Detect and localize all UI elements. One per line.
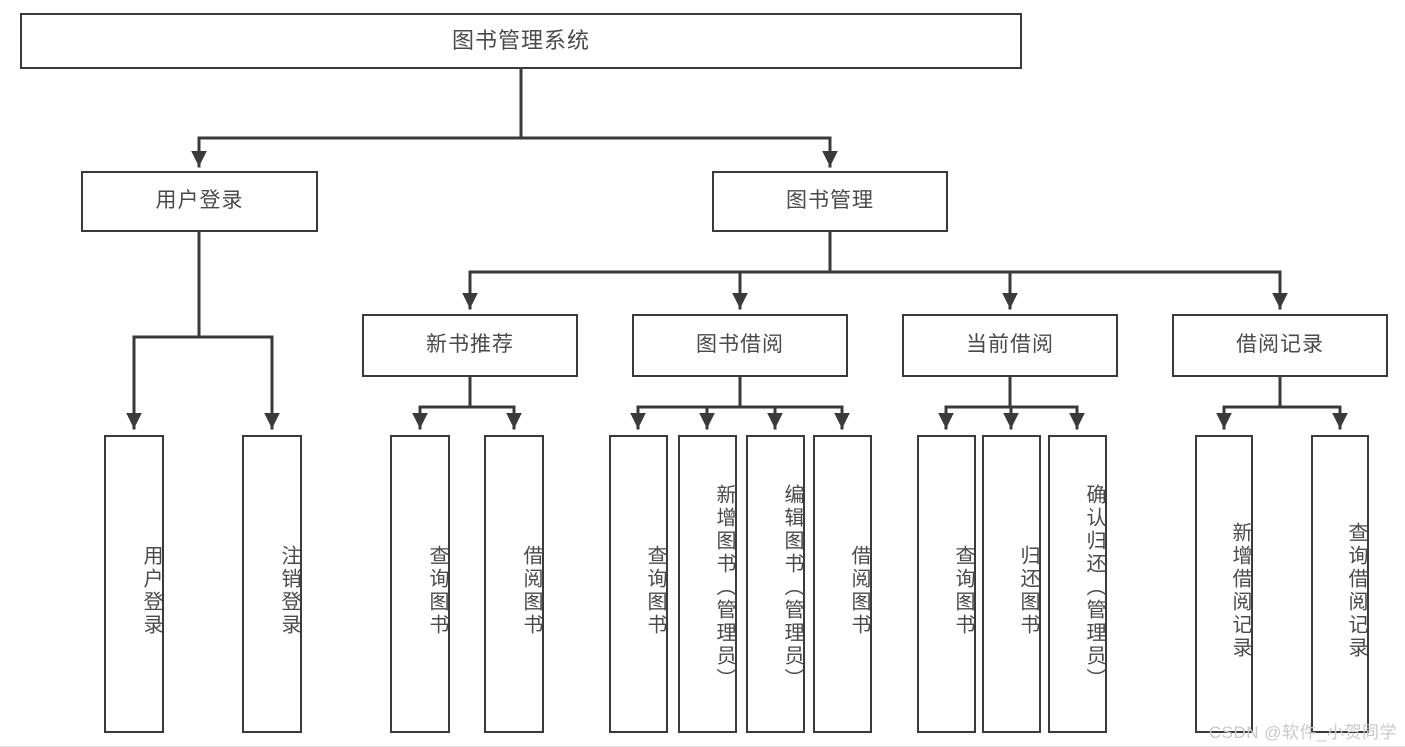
node-leaf-query-record[interactable]: 查询借阅记录 bbox=[1311, 435, 1369, 733]
node-label: 编辑图书（管理员） bbox=[781, 483, 803, 691]
node-leaf-borrow-book-1[interactable]: 借阅图书 bbox=[484, 435, 544, 733]
node-leaf-logout[interactable]: 注销登录 bbox=[242, 435, 302, 733]
node-label: 归还图书 bbox=[1017, 545, 1039, 637]
node-new-book-rec[interactable]: 新书推荐 bbox=[362, 314, 578, 377]
node-root-system[interactable]: 图书管理系统 bbox=[20, 13, 1022, 69]
node-leaf-query-book-3[interactable]: 查询图书 bbox=[917, 435, 976, 733]
node-book-borrow[interactable]: 图书借阅 bbox=[632, 314, 848, 377]
node-label: 新增借阅记录 bbox=[1229, 522, 1251, 660]
node-current-borrow[interactable]: 当前借阅 bbox=[902, 314, 1118, 377]
node-label: 图书管理 bbox=[786, 189, 874, 213]
node-leaf-query-book-1[interactable]: 查询图书 bbox=[390, 435, 450, 733]
node-leaf-user-login[interactable]: 用户登录 bbox=[104, 435, 164, 733]
node-book-manage[interactable]: 图书管理 bbox=[712, 171, 948, 232]
node-leaf-add-record[interactable]: 新增借阅记录 bbox=[1195, 435, 1253, 733]
node-borrow-record[interactable]: 借阅记录 bbox=[1172, 314, 1388, 377]
node-leaf-query-book-2[interactable]: 查询图书 bbox=[609, 435, 668, 733]
node-label: 用户登录 bbox=[155, 189, 244, 213]
node-leaf-confirm-return[interactable]: 确认归还（管理员） bbox=[1048, 435, 1107, 733]
node-leaf-borrow-book-2[interactable]: 借阅图书 bbox=[813, 435, 872, 733]
node-label: 当前借阅 bbox=[966, 333, 1054, 357]
watermark-text: CSDN @软件_小贺同学 bbox=[1208, 723, 1397, 742]
node-label: 查询借阅记录 bbox=[1345, 522, 1367, 660]
node-leaf-return-book[interactable]: 归还图书 bbox=[982, 435, 1041, 733]
node-label: 注销登录 bbox=[278, 545, 300, 637]
node-label: 查询图书 bbox=[426, 545, 448, 637]
node-label: 确认归还（管理员） bbox=[1083, 483, 1105, 691]
node-label: 用户登录 bbox=[140, 545, 162, 637]
node-user-login[interactable]: 用户登录 bbox=[81, 171, 318, 232]
node-label: 新书推荐 bbox=[426, 333, 514, 357]
node-label: 借阅图书 bbox=[520, 545, 542, 637]
node-label: 查询图书 bbox=[644, 545, 666, 637]
node-label: 图书管理系统 bbox=[451, 28, 590, 54]
node-label: 借阅图书 bbox=[848, 545, 870, 637]
node-label: 查询图书 bbox=[952, 545, 974, 637]
node-label: 图书借阅 bbox=[696, 333, 784, 357]
node-label: 新增图书（管理员） bbox=[713, 483, 735, 691]
node-label: 借阅记录 bbox=[1236, 333, 1324, 357]
node-leaf-edit-book[interactable]: 编辑图书（管理员） bbox=[746, 435, 805, 733]
node-leaf-add-book[interactable]: 新增图书（管理员） bbox=[678, 435, 737, 733]
